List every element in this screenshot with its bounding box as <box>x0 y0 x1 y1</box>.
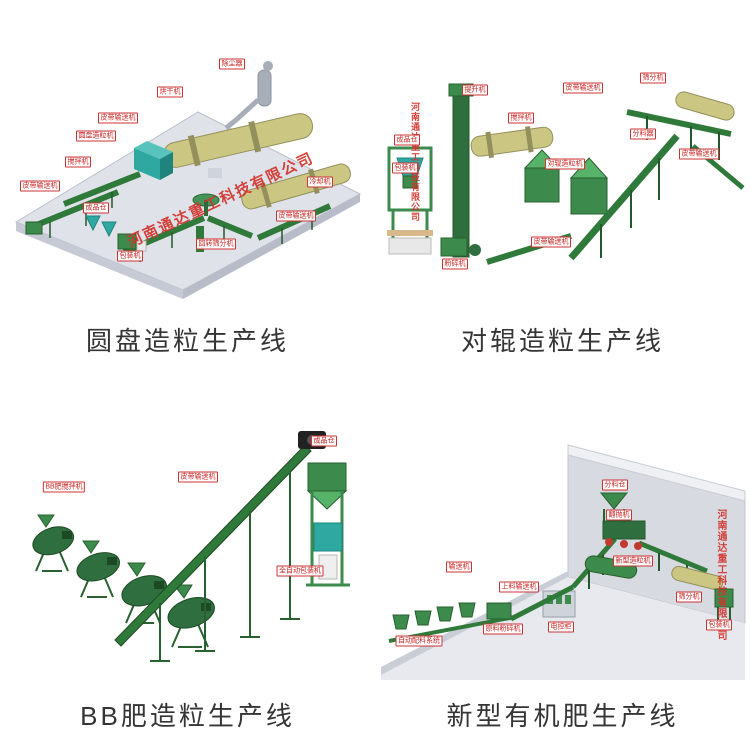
machine-label: 除尘器 <box>219 58 245 70</box>
crusher-machine <box>440 237 481 257</box>
rotary-drum <box>470 126 554 159</box>
machine-label: 电控柜 <box>548 621 574 633</box>
panel-organic-fertilizer-line: 河南通达重工科技有限公司 分料仓 输送机 上料输送机 新型造粒机 翻抛机 筛分机… <box>375 375 750 750</box>
machine-label: 新型造粒机 <box>613 555 653 567</box>
machine-label: 分料仓 <box>602 479 628 491</box>
machine-label: 皮带输送机 <box>563 82 603 94</box>
organic-line-image: 河南通达重工科技有限公司 分料仓 输送机 上料输送机 新型造粒机 翻抛机 筛分机… <box>375 375 750 680</box>
machine-label: 成品仓 <box>394 134 420 146</box>
dust-collector <box>224 61 273 130</box>
disc-line-illustration <box>14 61 362 299</box>
bb-mixers <box>32 514 215 648</box>
panel-disc-granulation-line: 河南通达重工科技有限公司 除尘器 烘干机 皮带输送机 圆盘造粒机 搅拌机 皮带输… <box>0 0 375 375</box>
compost-turner <box>602 520 646 550</box>
machine-label: 冷却机 <box>307 176 333 188</box>
machine-label: 包装机 <box>117 250 143 262</box>
machine-label: 圆盘造粒机 <box>76 130 116 142</box>
machine-label: 烘干机 <box>157 86 183 98</box>
packing-machine <box>714 588 734 621</box>
machine-label: 原料粉碎机 <box>483 623 523 635</box>
caption-roller-line: 对辊造粒生产线 <box>460 326 664 356</box>
machine-label: 皮带输送机 <box>679 148 719 160</box>
machine-label: 分料器 <box>630 128 656 140</box>
bucket-elevator <box>448 83 474 258</box>
machine-label: 成品仓 <box>311 435 337 447</box>
machine-label: 回转筛分机 <box>196 238 236 250</box>
machine-label: 自动配料系统 <box>395 635 443 647</box>
machine-label: 全自动包装机 <box>276 565 324 577</box>
machine-label: 筛分机 <box>676 591 702 603</box>
screening-drum <box>675 91 735 121</box>
crusher-machine <box>25 221 43 235</box>
machine-label: 输送机 <box>446 561 472 573</box>
machine-label: 皮带输送机 <box>98 112 138 124</box>
bagging-tower <box>306 462 350 587</box>
machine-label: 粉碎机 <box>442 258 468 270</box>
machine-label: 皮带输送机 <box>276 210 316 222</box>
machine-label: BB肥搅拌机 <box>42 481 86 493</box>
machine-label: 翻抛机 <box>606 509 632 521</box>
machine-label: 搅拌机 <box>65 156 91 168</box>
machine-label: 包装机 <box>392 162 418 174</box>
crusher-machine <box>486 602 512 620</box>
disc-granulator <box>192 193 220 216</box>
cooler-drum <box>241 163 351 210</box>
machine-label: 筛分机 <box>640 72 666 84</box>
bb-line-image: BB肥搅拌机 皮带输送机 成品仓 全自动包装机 <box>0 375 375 680</box>
bb-line-illustration <box>32 431 350 662</box>
disc-line-image: 河南通达重工科技有限公司 除尘器 烘干机 皮带输送机 圆盘造粒机 搅拌机 皮带输… <box>0 0 375 305</box>
mixer-machine <box>134 141 173 180</box>
screening-drum <box>671 565 724 591</box>
machine-label: 上料输送机 <box>499 581 539 593</box>
machine-label: 包装机 <box>706 619 732 631</box>
panel-roller-granulation-line: 河南通达重工科技有限公司 提升机 搅拌机 皮带输送机 筛分机 分料器 对辊造粒机… <box>375 0 750 375</box>
dryer-drum <box>163 113 314 168</box>
machine-label: 搅拌机 <box>508 112 534 124</box>
machine-label: 皮带输送机 <box>531 236 571 248</box>
organic-line-illustration <box>381 444 746 680</box>
caption-organic-line: 新型有机肥生产线 <box>446 701 679 731</box>
caption-disc-line: 圆盘造粒生产线 <box>85 326 289 356</box>
machine-label: 对辊造粒机 <box>545 158 585 170</box>
caption-bb-line: BB肥造粒生产线 <box>80 701 295 731</box>
machine-label: 成品仓 <box>83 202 109 214</box>
panel-bb-fertilizer-line: BB肥搅拌机 皮带输送机 成品仓 全自动包装机 BB肥造粒生产线 <box>0 375 375 750</box>
inclined-belt-conveyor <box>114 431 326 662</box>
roller-line-image: 河南通达重工科技有限公司 提升机 搅拌机 皮带输送机 筛分机 分料器 对辊造粒机… <box>375 0 750 305</box>
machine-label: 提升机 <box>462 84 488 96</box>
machine-label: 皮带输送机 <box>178 471 218 483</box>
product-bins <box>85 215 117 238</box>
machine-label: 皮带输送机 <box>20 180 60 192</box>
packing-machine <box>117 233 147 252</box>
